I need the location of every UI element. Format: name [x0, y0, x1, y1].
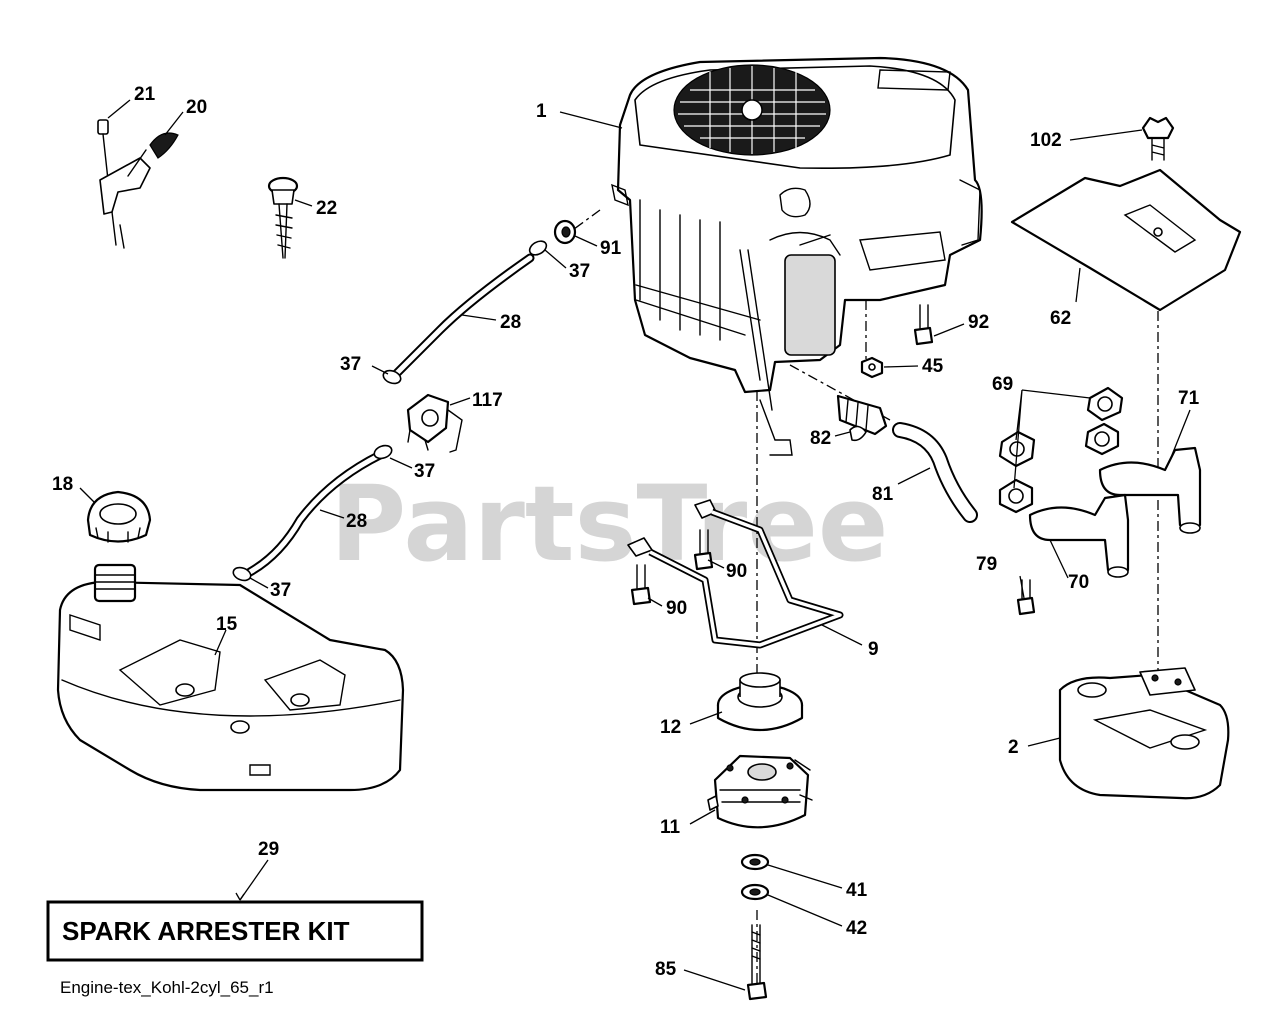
callout-85: 85 — [655, 959, 677, 980]
engine-nut[interactable] — [860, 356, 884, 379]
watermark: PartsTree — [330, 463, 888, 585]
hose-clamp[interactable] — [231, 565, 252, 582]
exhaust-gasket[interactable] — [1084, 422, 1120, 456]
upper-fuel-line[interactable] — [390, 253, 535, 380]
callout-29: 29 — [258, 839, 279, 860]
exhaust-bolt[interactable] — [1016, 579, 1036, 616]
diagram-caption: Engine-tex_Kohl-2cyl_65_r1 — [60, 978, 274, 997]
callout-37: 37 — [569, 261, 590, 282]
engine-assembly[interactable] — [611, 56, 983, 456]
callout-79: 79 — [976, 554, 997, 575]
muffler[interactable] — [1058, 667, 1230, 800]
callout-20: 20 — [186, 97, 207, 118]
callout-11: 11 — [660, 817, 681, 838]
callout-37: 37 — [270, 580, 291, 601]
callout-82: 82 — [810, 428, 831, 449]
callout-18: 18 — [52, 474, 73, 495]
flat-washer[interactable] — [740, 883, 770, 901]
bracket-bolt[interactable] — [630, 564, 652, 606]
callout-21: 21 — [134, 84, 156, 105]
wing-bolt[interactable] — [1141, 116, 1175, 161]
knob-bolt[interactable] — [267, 176, 299, 259]
callout-28: 28 — [346, 511, 367, 532]
oil-drain-hose[interactable] — [892, 422, 978, 523]
pto-clutch[interactable] — [707, 754, 813, 829]
bracket-bolt[interactable] — [693, 529, 714, 571]
callout-62: 62 — [1050, 308, 1071, 329]
callout-45: 45 — [922, 356, 944, 377]
hose-clamp[interactable] — [527, 238, 549, 257]
fuel-fitting[interactable] — [553, 219, 577, 245]
callout-labels: 1 21 20 22 91 37 28 37 117 37 28 37 18 1… — [52, 84, 1200, 980]
lower-fuel-line[interactable] — [245, 450, 385, 577]
callout-1: 1 — [536, 101, 547, 122]
callout-69: 69 — [992, 374, 1013, 395]
callout-90: 90 — [666, 598, 687, 619]
callout-9: 9 — [868, 639, 879, 660]
callout-81: 81 — [872, 484, 894, 505]
fuel-shutoff-valve[interactable] — [406, 393, 463, 453]
callout-70: 70 — [1068, 572, 1089, 593]
spacer-washer[interactable] — [740, 853, 770, 871]
callout-2: 2 — [1008, 737, 1019, 758]
callout-37: 37 — [414, 461, 435, 482]
callout-42: 42 — [846, 918, 867, 939]
callout-102: 102 — [1030, 130, 1062, 151]
exhaust-pipe-right[interactable] — [1098, 446, 1202, 534]
fuel-tank[interactable] — [56, 563, 405, 792]
callout-117: 117 — [472, 390, 503, 411]
pulley-bolt[interactable] — [746, 924, 768, 1001]
leader-lines — [79, 99, 1191, 991]
callout-22: 22 — [316, 198, 337, 219]
callout-92: 92 — [968, 312, 989, 333]
exhaust-gasket[interactable] — [1086, 386, 1124, 422]
exhaust-pipe-left[interactable] — [1028, 493, 1130, 578]
fuel-cap[interactable] — [86, 490, 152, 543]
callout-15: 15 — [216, 614, 238, 635]
spark-arrester-kit-box[interactable]: SPARK ARRESTER KIT — [46, 900, 424, 962]
callout-41: 41 — [846, 880, 868, 901]
engine-bolt[interactable] — [913, 304, 934, 346]
engine-pulley[interactable] — [716, 672, 804, 732]
callout-91: 91 — [600, 238, 622, 259]
heat-shield[interactable] — [1010, 168, 1242, 312]
callout-28: 28 — [500, 312, 521, 333]
hose-clamp[interactable] — [372, 443, 393, 460]
spark-arrester-kit-label: SPARK ARRESTER KIT — [62, 916, 350, 946]
callout-37: 37 — [340, 354, 361, 375]
exhaust-gasket[interactable] — [998, 478, 1034, 514]
callout-71: 71 — [1178, 388, 1200, 409]
throttle-linkage[interactable] — [97, 119, 179, 249]
bracket-rod[interactable] — [627, 499, 844, 649]
oil-filter — [784, 254, 836, 356]
callout-90: 90 — [726, 561, 747, 582]
oil-drain-fitting[interactable] — [836, 394, 888, 442]
callout-12: 12 — [660, 717, 681, 738]
